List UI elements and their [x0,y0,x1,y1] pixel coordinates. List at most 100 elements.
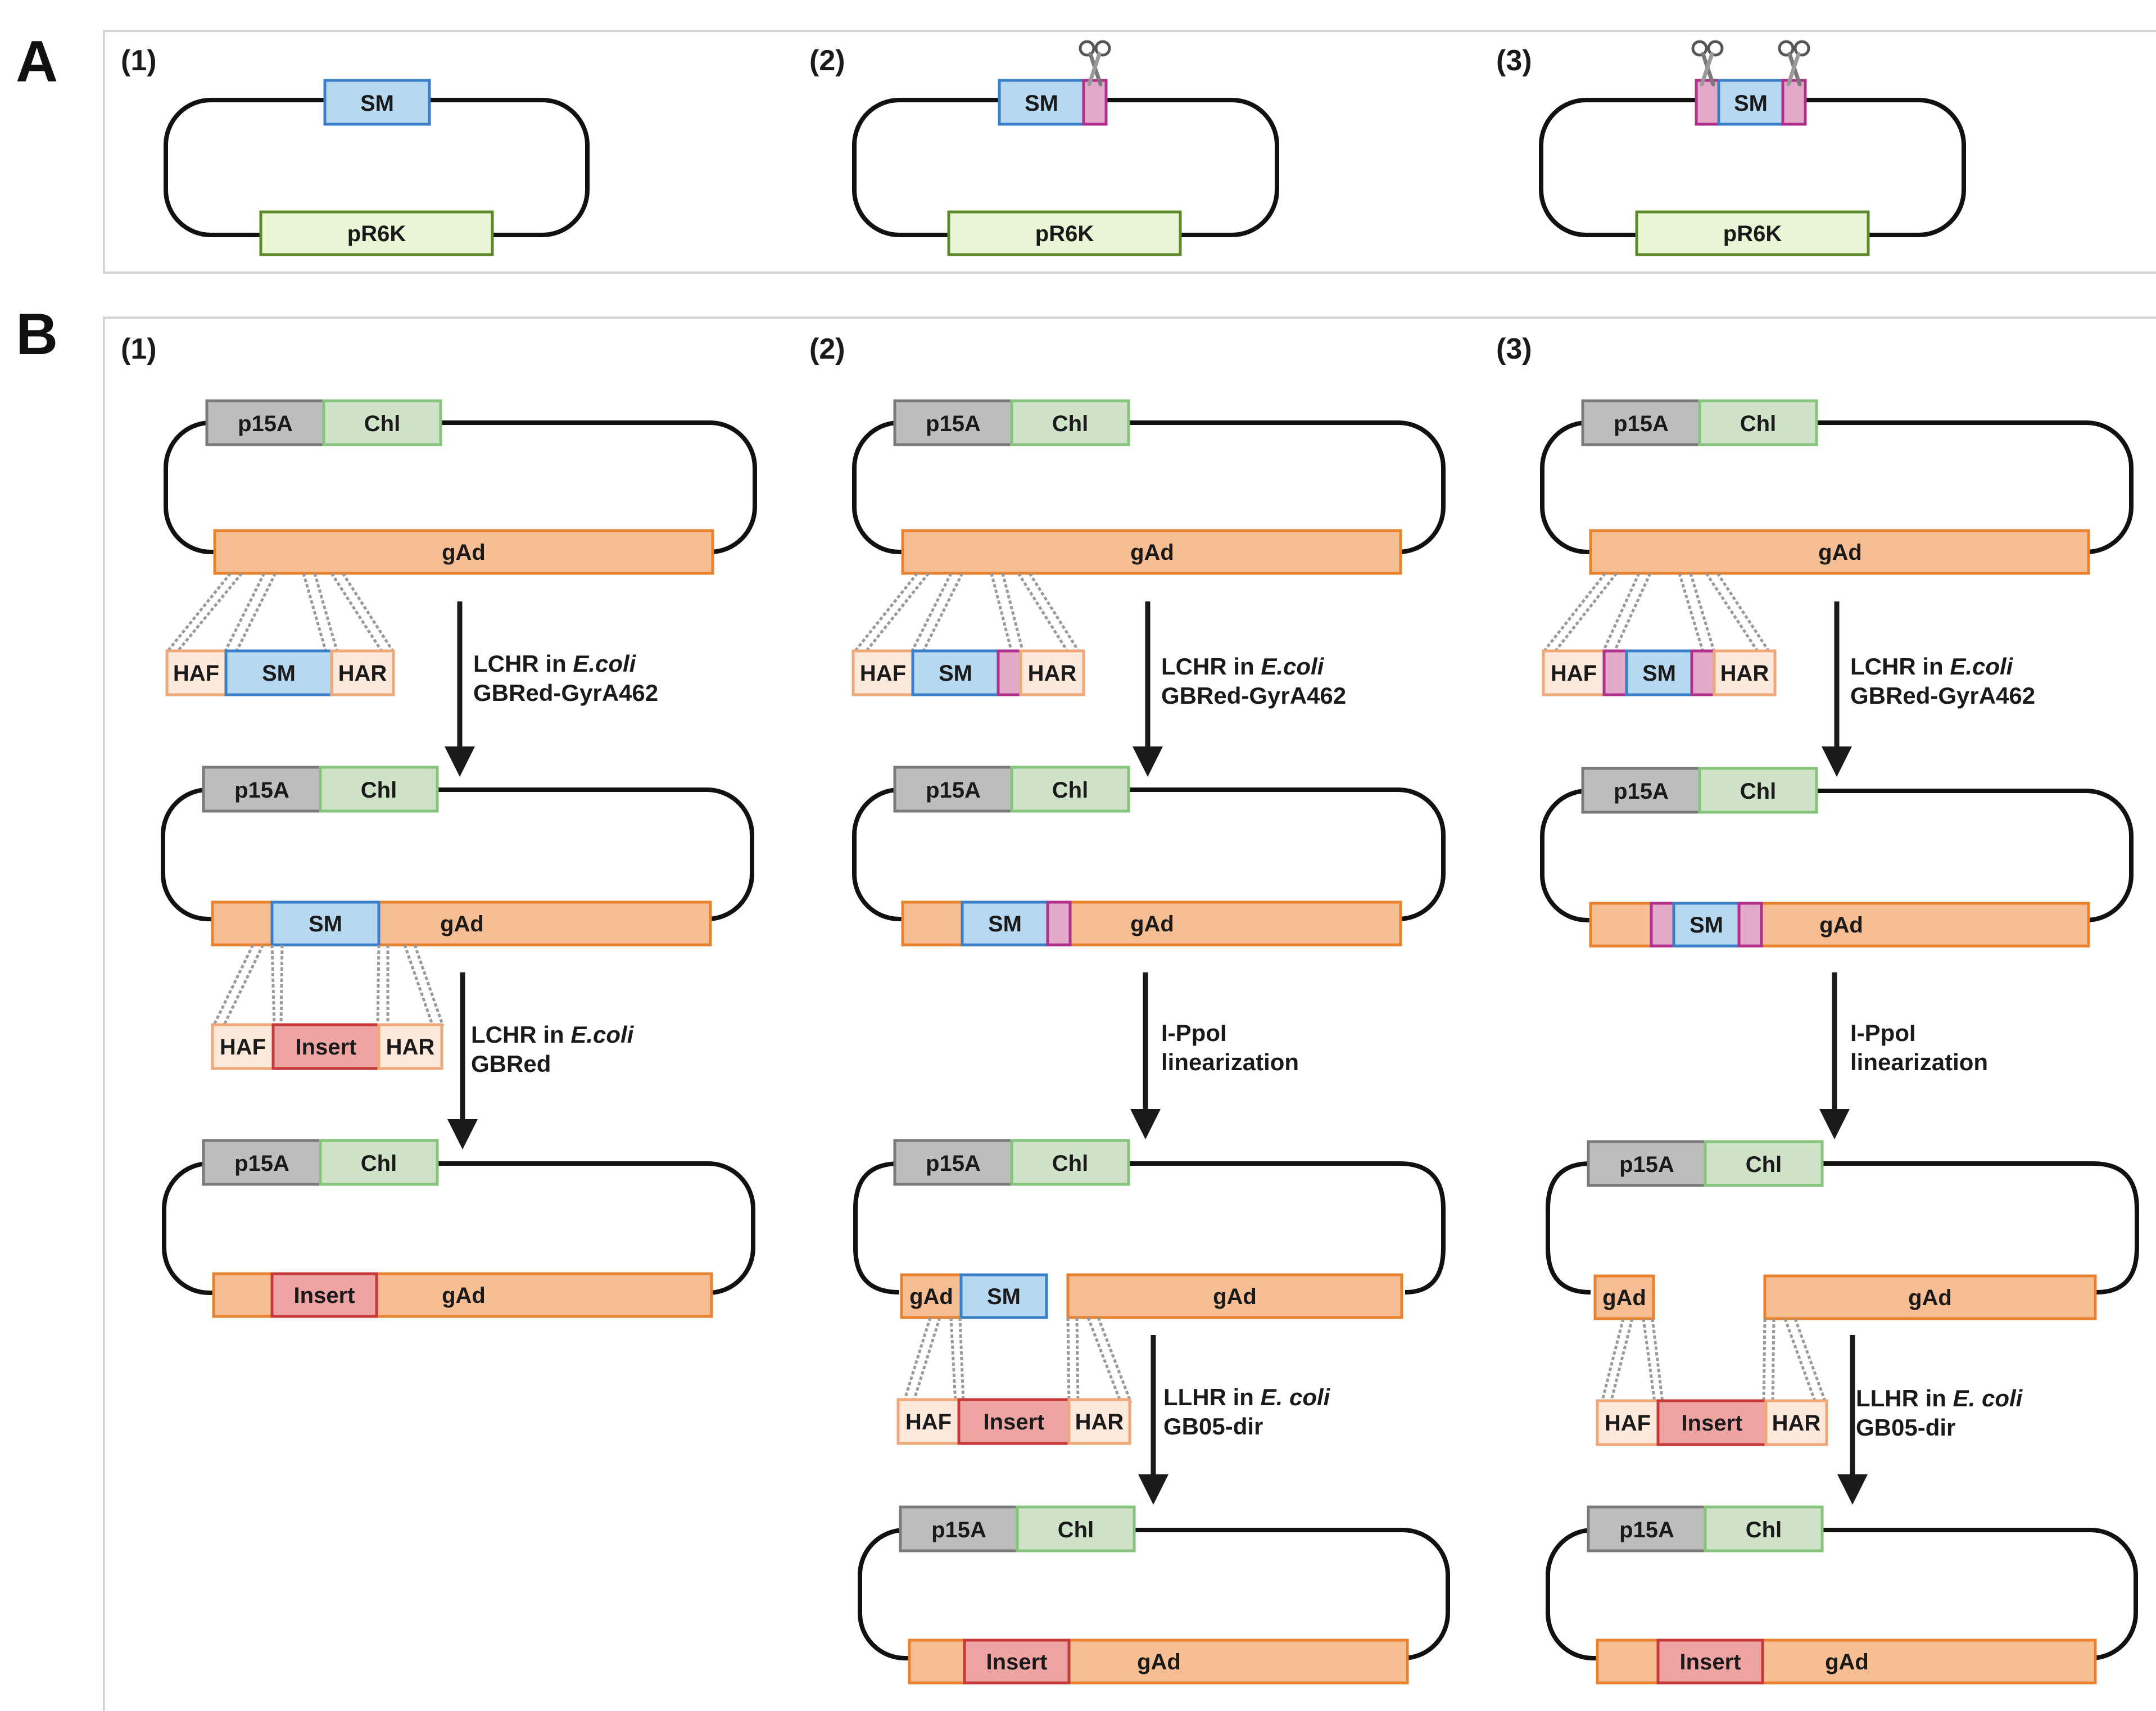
step-1-text: LCHR in E.coli [473,650,637,677]
insert [963,1638,1071,1685]
haf-arm [896,1398,961,1445]
plasmid-1: p15A Chl gAd [1540,399,2134,575]
chl-label: Chl [1052,411,1088,436]
step-1-text: LCHR in E.coli [1161,653,1325,680]
p15a-label: p15A [926,411,981,436]
pr6k-origin [1635,210,1870,256]
har-label: HAR [1720,661,1769,686]
i-ppoi-site [1695,79,1720,126]
haf-arm [211,1023,275,1070]
gad-label: gAd [1908,1285,1952,1310]
homology-lines [1600,1318,1827,1403]
gad-label: gAd [1819,913,1863,938]
sm-marker [911,649,1000,696]
p15a-origin [202,766,322,813]
step-2-strain: GBRed [471,1051,551,1077]
panel-b-num-1: (1) [121,333,157,365]
insert [1656,1399,1768,1446]
panel-b-frame [103,316,2156,1711]
sm-marker [224,649,333,696]
pr6k-origin [259,210,494,256]
gad-backbone [213,529,714,575]
sm-label: SM [1734,91,1768,116]
chl-resistance [1698,767,1818,814]
cassette-1: HAF SM HAR [1542,649,1777,696]
insert-label: Insert [294,1283,355,1308]
chl-resistance [1010,1139,1130,1186]
sm-label: SM [309,912,342,936]
p15a-label: p15A [931,1518,986,1542]
p15a-origin [1587,1505,1707,1552]
sm-label: SM [987,1284,1021,1309]
haf-label: HAF [1551,661,1597,686]
i-ppoi-site [1650,902,1675,948]
panel-a-plasmid-1: (1) SM pR6K [121,44,590,256]
gad-right-fragment [1763,1274,2097,1320]
sm-label: SM [1642,661,1676,686]
panel-a-plasmid-3: (3) SM pR6K [1496,42,1966,256]
i-ppoi-site [1082,79,1108,126]
plasmid-2: p15A Chl SM gAd [852,766,1446,947]
insert-label: Insert [296,1035,357,1060]
step-3-text: LLHR in E. coli [1856,1385,2023,1411]
p15a-origin [1587,1140,1707,1187]
pr6k-label: pR6K [1035,221,1094,246]
har-label: HAR [1028,661,1077,686]
plasmid-2: p15A Chl SM gAd [1540,767,2134,948]
insert-label: Insert [986,1650,1048,1674]
chl-resistance [1698,399,1818,446]
step-2-text: LCHR in E.coli [471,1021,635,1048]
p15a-label: p15A [234,1151,289,1176]
p15a-label: p15A [1619,1152,1674,1177]
i-ppoi-site [1602,649,1628,696]
haf-label: HAF [860,661,906,686]
gad-left-fragment [1593,1274,1655,1320]
sm-marker [959,1273,1048,1319]
gad-label: gAd [440,912,484,936]
chl-label: Chl [361,1151,397,1176]
gad-label: gAd [442,540,486,565]
panel-b-num-2: (2) [809,333,845,365]
p15a-label: p15A [926,778,981,803]
gad-label: gAd [1137,1650,1181,1674]
haf-arm [851,649,914,696]
chl-resistance [1010,766,1130,813]
homology-lines [212,944,445,1027]
step-2-enzyme: I-PpoI [1850,1020,1916,1046]
plasmid-3-linearized: p15A Chl gAd SM gAd [853,1139,1446,1319]
step-3-text: LLHR in E. coli [1163,1384,1331,1410]
step-3-strain: GB05-dir [1856,1414,1955,1441]
sm-marker [1717,79,1784,126]
p15a-label: p15A [1619,1518,1674,1542]
p15a-label: p15A [926,1151,981,1176]
p15a-label: p15A [234,778,289,803]
sm-label: SM [262,661,296,686]
chl-resistance [1704,1505,1824,1552]
har-label: HAR [1772,1411,1821,1436]
plasmid-backbone-loop [1546,1161,2139,1294]
chl-label: Chl [1052,1151,1088,1176]
gad-label: gAd [1130,540,1174,565]
plasmid-1: p15A Chl gAd [164,399,757,575]
chl-label: Chl [1746,1152,1782,1177]
panel-a-frame [103,30,2156,274]
panel-a-plasmid-2: (2) SM pR6K [809,42,1279,256]
sm-marker [270,900,381,947]
chl-resistance [1016,1505,1136,1552]
cassette-1: HAF SM HAR [851,649,1085,696]
chl-resistance [1010,399,1130,446]
har-arm [1019,649,1085,696]
insert-label: Insert [1682,1411,1743,1436]
i-ppoi-site [997,649,1022,696]
har-arm [1067,1398,1131,1445]
gad-label: gAd [1825,1650,1869,1674]
haf-label: HAF [220,1035,266,1060]
haf-label: HAF [1605,1411,1651,1436]
p15a-origin [893,399,1013,446]
insert-label: Insert [984,1410,1045,1434]
pr6k-origin [947,210,1182,256]
plasmid-backbone-loop [853,1161,1446,1294]
insert-label: Insert [1680,1650,1741,1674]
gad-backbone [1589,529,2090,575]
